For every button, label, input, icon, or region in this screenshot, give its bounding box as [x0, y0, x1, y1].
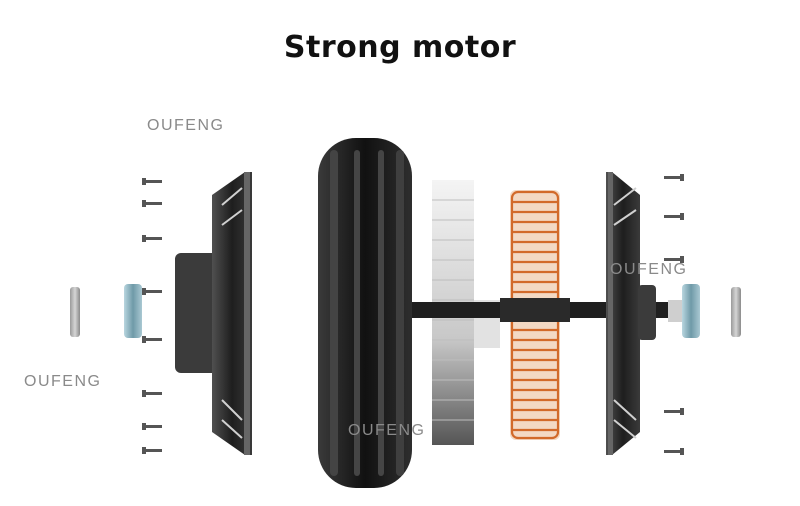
- bearing-icon: [124, 284, 142, 338]
- watermark: OUFENG: [147, 117, 225, 134]
- washer-icon: [70, 287, 80, 337]
- bearing-icon: [682, 284, 700, 338]
- side-cover-icon: [175, 172, 252, 455]
- screw-icon: [664, 174, 684, 455]
- watermark: OUFENG: [348, 422, 426, 439]
- wheel-rim-icon: [318, 138, 412, 488]
- screw-icon: [142, 178, 162, 454]
- watermark: OUFENG: [24, 373, 102, 390]
- watermark: OUFENG: [610, 261, 688, 278]
- page-title: Strong motor: [283, 30, 517, 65]
- washer-icon: [731, 287, 741, 337]
- side-cover-icon: [606, 172, 686, 455]
- stator-coil-icon: [500, 190, 570, 440]
